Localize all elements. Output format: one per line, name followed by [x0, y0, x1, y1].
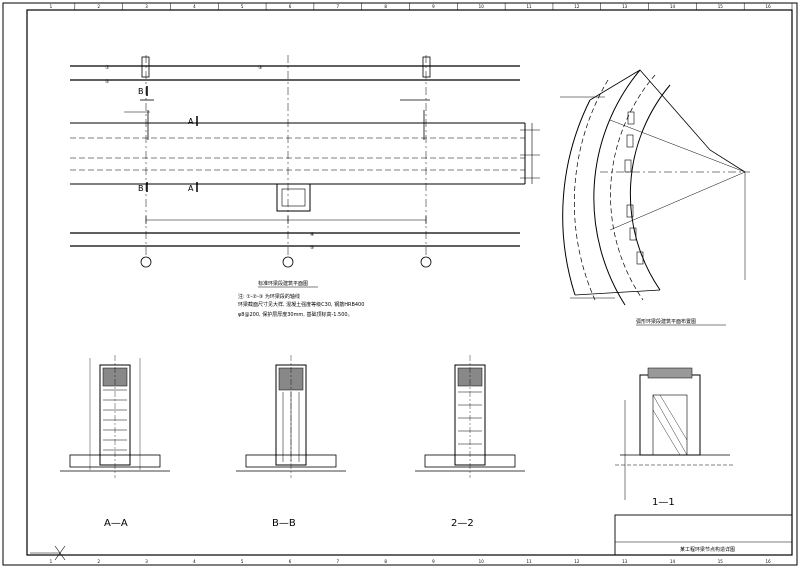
corner-arrow-icon: [30, 545, 66, 561]
plan-view: [70, 55, 540, 268]
ruler-number: 16: [766, 4, 772, 9]
plan-note-2: 环梁截面尺寸见大样, 混凝土强度等级C30, 钢筋HRB400: [238, 301, 364, 308]
section-mark-b-top: B: [138, 87, 144, 96]
ruler-number: 4: [193, 559, 196, 564]
axis-label-1: ①: [105, 65, 110, 71]
ruler-number: 12: [574, 559, 580, 564]
section-1-1: [615, 367, 735, 500]
ruler-number: 6: [289, 559, 292, 564]
section-b-b: [236, 355, 346, 478]
title-block: [614, 514, 793, 556]
ruler-number: 3: [145, 559, 148, 564]
ruler-number: 7: [337, 4, 340, 9]
axis-label-4: ④: [310, 232, 315, 238]
section-a-a: [60, 355, 170, 478]
section-mark-a-top: A: [188, 117, 194, 126]
ruler-number: 5: [241, 559, 244, 564]
ruler-number: 10: [479, 559, 485, 564]
ruler-number: 5: [241, 4, 244, 9]
ruler-number: 10: [479, 4, 485, 9]
section-mark-a-bottom: A: [188, 184, 194, 193]
axis-label-5: ⑤: [310, 245, 314, 251]
axis-label-2: ②: [105, 79, 110, 85]
section-label-2-2: 2—2: [451, 518, 474, 529]
ruler-number: 2: [97, 4, 100, 9]
ruler-number: 2: [97, 559, 100, 564]
ruler-number: 9: [432, 4, 435, 9]
ruler-number: 14: [670, 559, 676, 564]
ruler-number: 8: [384, 4, 387, 9]
sheet-ruler: 1122334455667788991010111112121313141415…: [50, 3, 793, 564]
ruler-number: 14: [670, 4, 676, 9]
curved-plan-title: 弧形环梁段建筑平面布置图: [636, 318, 696, 325]
ruler-number: 8: [384, 559, 387, 564]
plan-note-1: 注: ①-②-③ 为环梁段的轴线: [238, 293, 300, 300]
plan-title: 标准环梁段建筑平面图: [258, 280, 308, 287]
ruler-number: 1: [50, 4, 53, 9]
ruler-number: 13: [622, 4, 628, 9]
ruler-number: 7: [337, 559, 340, 564]
ruler-number: 6: [289, 4, 292, 9]
ruler-number: 4: [193, 4, 196, 9]
ruler-number: 16: [766, 559, 772, 564]
section-label-b-b: B—B: [272, 518, 296, 529]
ruler-number: 1: [50, 559, 53, 564]
ruler-number: 13: [622, 559, 628, 564]
ruler-number: 12: [574, 4, 580, 9]
section-mark-b-bottom: B: [138, 184, 144, 193]
ruler-number: 9: [432, 559, 435, 564]
section-label-a-a: A—A: [104, 518, 128, 529]
ruler-number: 15: [718, 559, 724, 564]
plan-section-marks: A A B B ① ② ③ ④ ⑤: [105, 65, 315, 251]
section-2-2: [415, 355, 525, 478]
ruler-number: 11: [526, 559, 532, 564]
ruler-number: 11: [526, 4, 532, 9]
plan-note-3: φ8@200, 保护层厚度30mm, 基础顶标高-1.500。: [238, 311, 353, 318]
ruler-number: 3: [145, 4, 148, 9]
curved-plan-view: [560, 69, 750, 306]
axis-label-3: ③: [258, 65, 262, 71]
ruler-number: 15: [718, 4, 724, 9]
title-block-text: 某工程环梁节点构造详图: [680, 546, 735, 553]
section-label-1-1: 1—1: [652, 497, 675, 508]
